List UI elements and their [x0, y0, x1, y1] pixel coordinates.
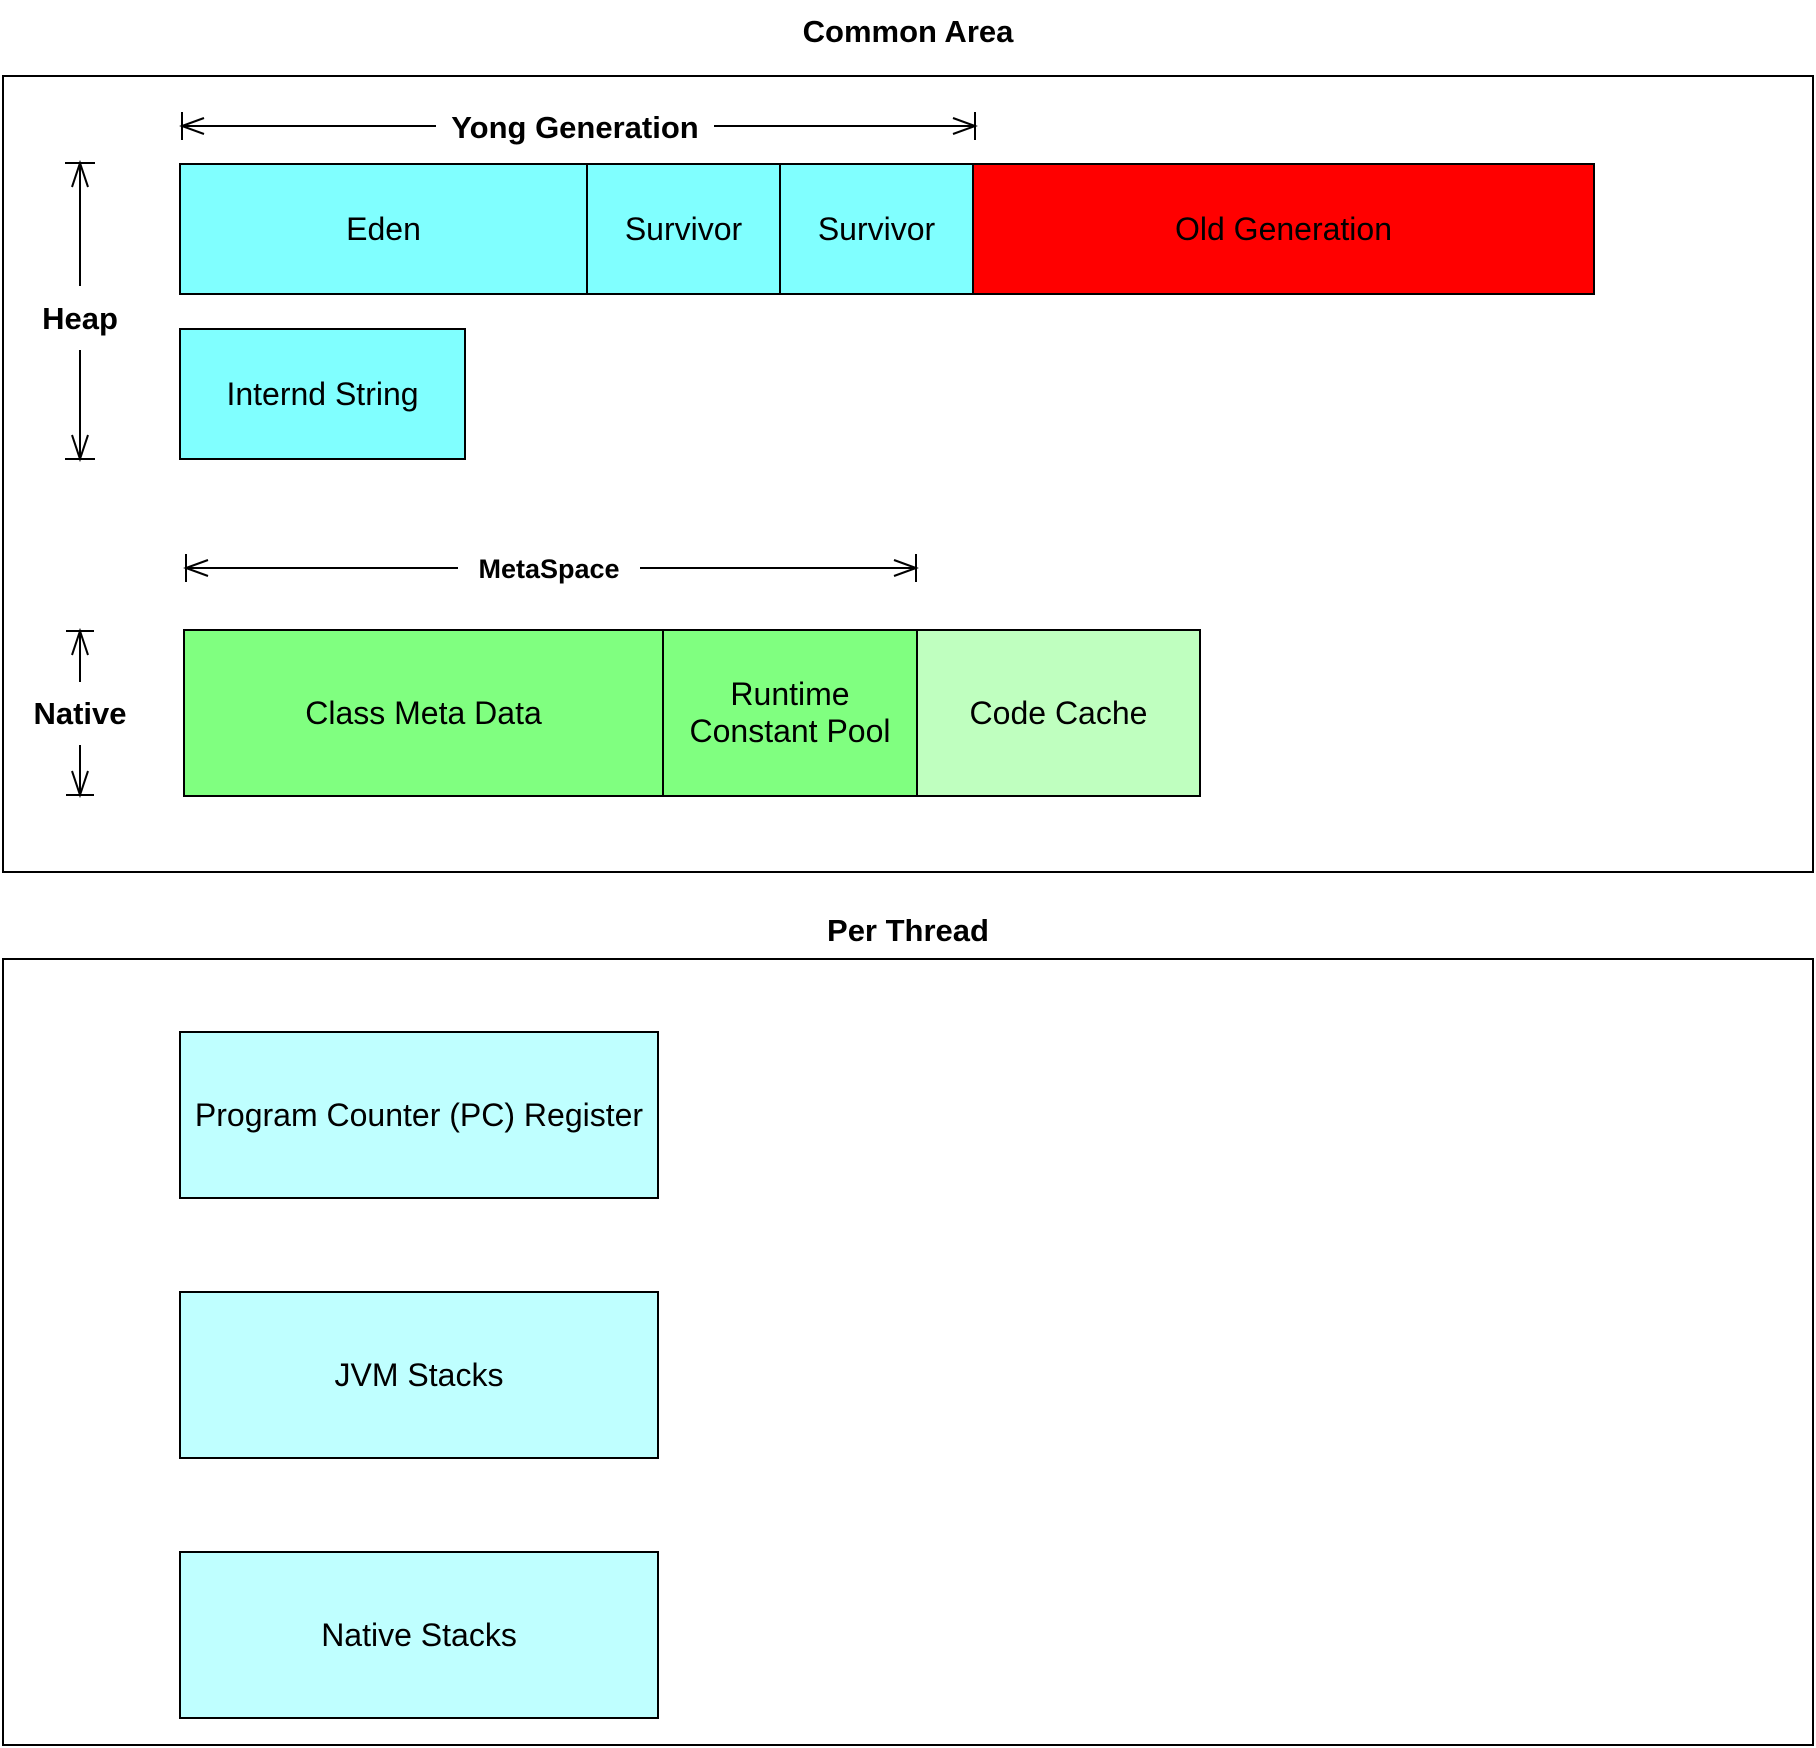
code-cache-region: Code Cache: [916, 629, 1201, 797]
pc-register-region: Program Counter (PC) Register: [179, 1031, 659, 1199]
per-thread-title: Per Thread: [827, 913, 989, 948]
class-meta-data-region: Class Meta Data: [183, 629, 664, 797]
young-generation-label: Yong Generation: [444, 112, 706, 143]
runtime-constant-pool-label: Runtime Constant Pool: [689, 676, 891, 749]
old-generation-label: Old Generation: [1174, 210, 1392, 247]
pc-register-label: Program Counter (PC) Register: [194, 1096, 644, 1133]
interned-string-label: Internd String: [226, 375, 419, 412]
runtime-constant-pool-region: Runtime Constant Pool: [662, 629, 918, 797]
native-stacks-label: Native Stacks: [321, 1616, 517, 1653]
jvm-stacks-region: JVM Stacks: [179, 1291, 659, 1459]
heap-label: Heap: [30, 303, 130, 334]
code-cache-label: Code Cache: [969, 694, 1148, 731]
eden-region: Eden: [179, 163, 588, 295]
jvm-stacks-label: JVM Stacks: [334, 1356, 504, 1393]
native-stacks-region: Native Stacks: [179, 1551, 659, 1719]
survivor-1-label: Survivor: [624, 210, 743, 247]
native-label: Native: [22, 698, 138, 729]
metaspace-label: MetaSpace: [466, 556, 632, 583]
interned-string-region: Internd String: [179, 328, 466, 460]
old-generation-region: Old Generation: [972, 163, 1595, 295]
survivor-region-1: Survivor: [586, 163, 781, 295]
survivor-region-2: Survivor: [779, 163, 974, 295]
class-meta-data-label: Class Meta Data: [305, 694, 542, 731]
eden-label: Eden: [346, 210, 421, 247]
survivor-2-label: Survivor: [817, 210, 936, 247]
common-area-title: Common Area: [802, 14, 1014, 49]
